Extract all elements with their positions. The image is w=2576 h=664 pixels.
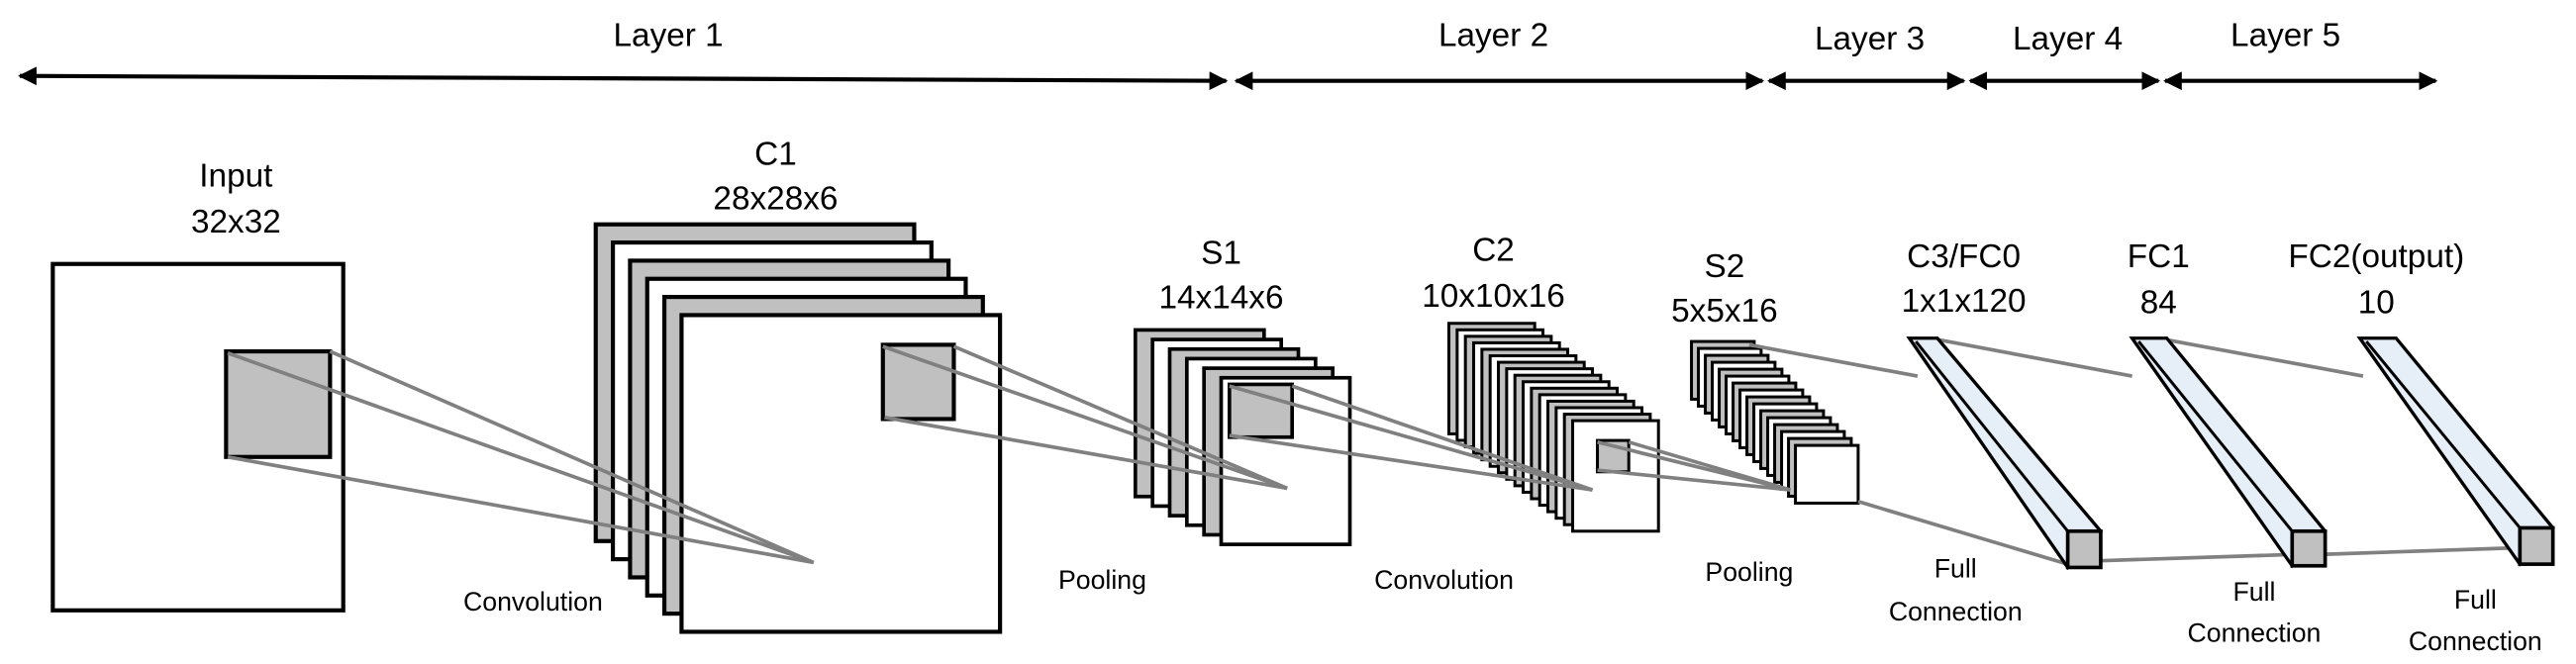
fc-b-line2: Connection — [2188, 617, 2322, 647]
conv2-label: Convolution — [1374, 565, 1514, 595]
connectors — [227, 337, 2523, 566]
c3-bar-end — [2065, 528, 2103, 570]
layer-1-label: Layer 1 — [614, 18, 724, 54]
c1-stack-receptive-field — [880, 342, 956, 422]
layer-2-label: Layer 2 — [1438, 18, 1548, 54]
input-name: Input — [199, 157, 273, 194]
c3-bar — [1906, 336, 2104, 571]
fc-a-line2: Connection — [1889, 597, 2023, 626]
c3-bar-edge — [1915, 340, 2069, 532]
input-receptive-field — [224, 349, 333, 459]
s1-name: S1 — [1201, 236, 1241, 272]
s2-stack — [1690, 339, 1860, 505]
pool2-label: Pooling — [1705, 557, 1793, 587]
c2-dims: 10x10x16 — [1422, 278, 1565, 315]
layer-1-arrow — [18, 66, 1229, 91]
c2-stack — [1447, 322, 1660, 533]
s1-dims: 14x14x6 — [1158, 280, 1283, 317]
fc-b-line1: Full — [2232, 577, 2275, 607]
s2-stack-front-map — [1794, 443, 1860, 505]
c2-name: C2 — [1472, 232, 1515, 268]
fc2-bar — [2356, 336, 2555, 567]
layer-3-label: Layer 3 — [1815, 21, 1925, 57]
fc2-dims: 10 — [2358, 285, 2395, 322]
fc1-name: FC1 — [2128, 238, 2190, 275]
c3-dims: 1x1x120 — [1902, 283, 2027, 320]
input-dims: 32x32 — [191, 204, 281, 240]
conv1-label: Convolution — [463, 587, 603, 617]
fc2-bar-end — [2518, 525, 2555, 566]
layer-5-label: Layer 5 — [2230, 18, 2340, 54]
s2-name: S2 — [1705, 248, 1745, 285]
fc-c-line1: Full — [2454, 585, 2497, 615]
fc2-name: FC2(output) — [2288, 238, 2464, 275]
input-map — [50, 261, 346, 613]
c3-name: C3/FC0 — [1907, 238, 2021, 275]
layer-arrows — [18, 66, 2438, 91]
c1-dims: 28x28x6 — [713, 181, 838, 218]
fc-a-line1: Full — [1934, 553, 1977, 583]
s2-dims: 5x5x16 — [1671, 293, 1777, 330]
c1-name: C1 — [754, 137, 797, 173]
s1-stack-receptive-field — [1227, 382, 1295, 439]
fc1-bar-edge — [2137, 340, 2294, 532]
fc1-bar-end — [2290, 528, 2328, 568]
fc-c-line2: Connection — [2409, 626, 2542, 656]
c1-stack — [593, 222, 1003, 634]
layer-4-label: Layer 4 — [2013, 21, 2123, 57]
fc2-bar-edge — [2365, 340, 2522, 529]
fc1-dims: 84 — [2140, 285, 2177, 322]
pool1-label: Pooling — [1058, 565, 1146, 595]
fc1-bar — [2129, 336, 2328, 569]
